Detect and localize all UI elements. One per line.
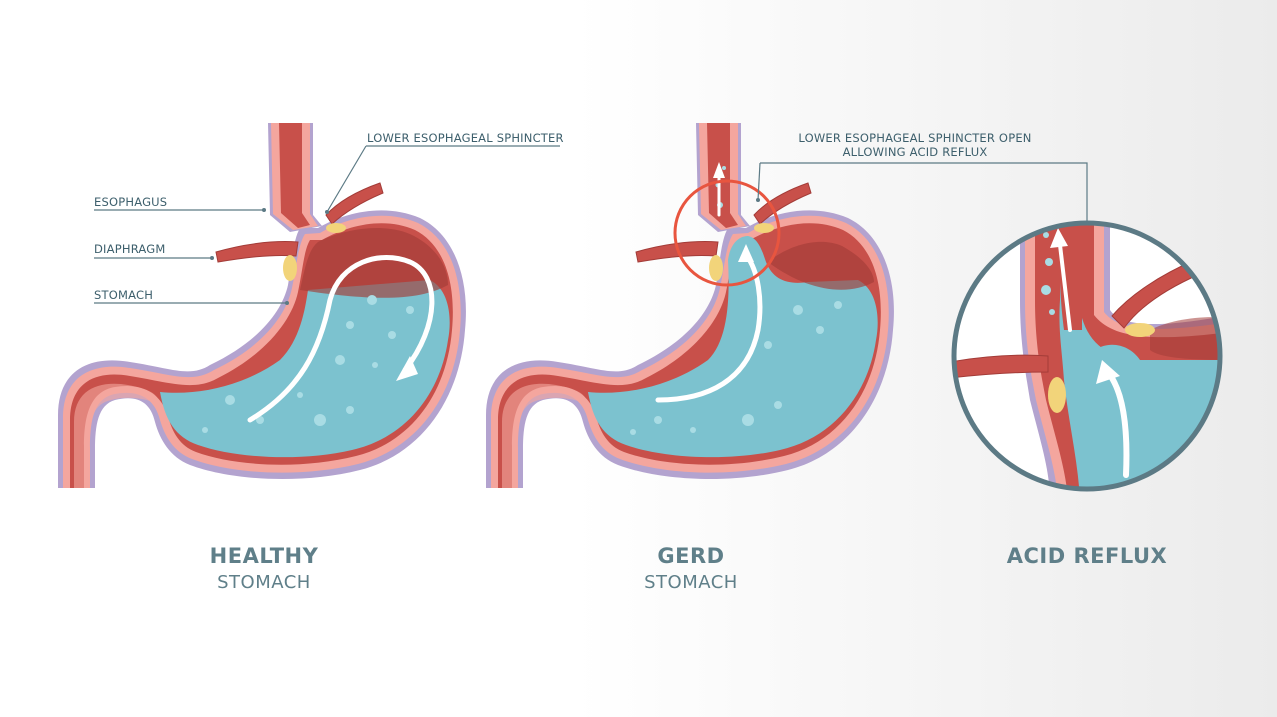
label-esophagus: ESOPHAGUS [94,195,168,209]
caption-gerd-title: GERD [657,544,725,568]
gerd-leader-line [757,162,1088,222]
caption-gerd: GERD STOMACH [591,544,791,593]
healthy-leader-lines [94,145,560,304]
caption-healthy-title: HEALTHY [209,544,319,568]
label-sphincter-open-line2: ALLOWING ACID REFLUX [842,145,988,159]
acid-reflux-zoom-illustration [951,220,1223,492]
caption-acid-reflux: ACID REFLUX [972,544,1202,568]
gerd-stomach-illustration [486,123,894,488]
label-stomach: STOMACH [94,288,154,302]
label-diaphragm: DIAPHRAGM [94,242,166,256]
healthy-stomach-illustration [58,123,466,488]
label-sphincter-open: LOWER ESOPHAGEAL SPHINCTER OPEN ALLOWING… [760,131,1070,159]
caption-acid-reflux-title: ACID REFLUX [1006,544,1168,568]
caption-healthy-subtitle: STOMACH [217,572,311,593]
caption-healthy: HEALTHY STOMACH [164,544,364,593]
label-lower-esophageal-sphincter: LOWER ESOPHAGEAL SPHINCTER [367,131,564,145]
caption-gerd-subtitle: STOMACH [644,572,738,593]
sphincter-highlight-ring [673,179,781,287]
label-sphincter-open-line1: LOWER ESOPHAGEAL SPHINCTER OPEN [798,131,1032,145]
